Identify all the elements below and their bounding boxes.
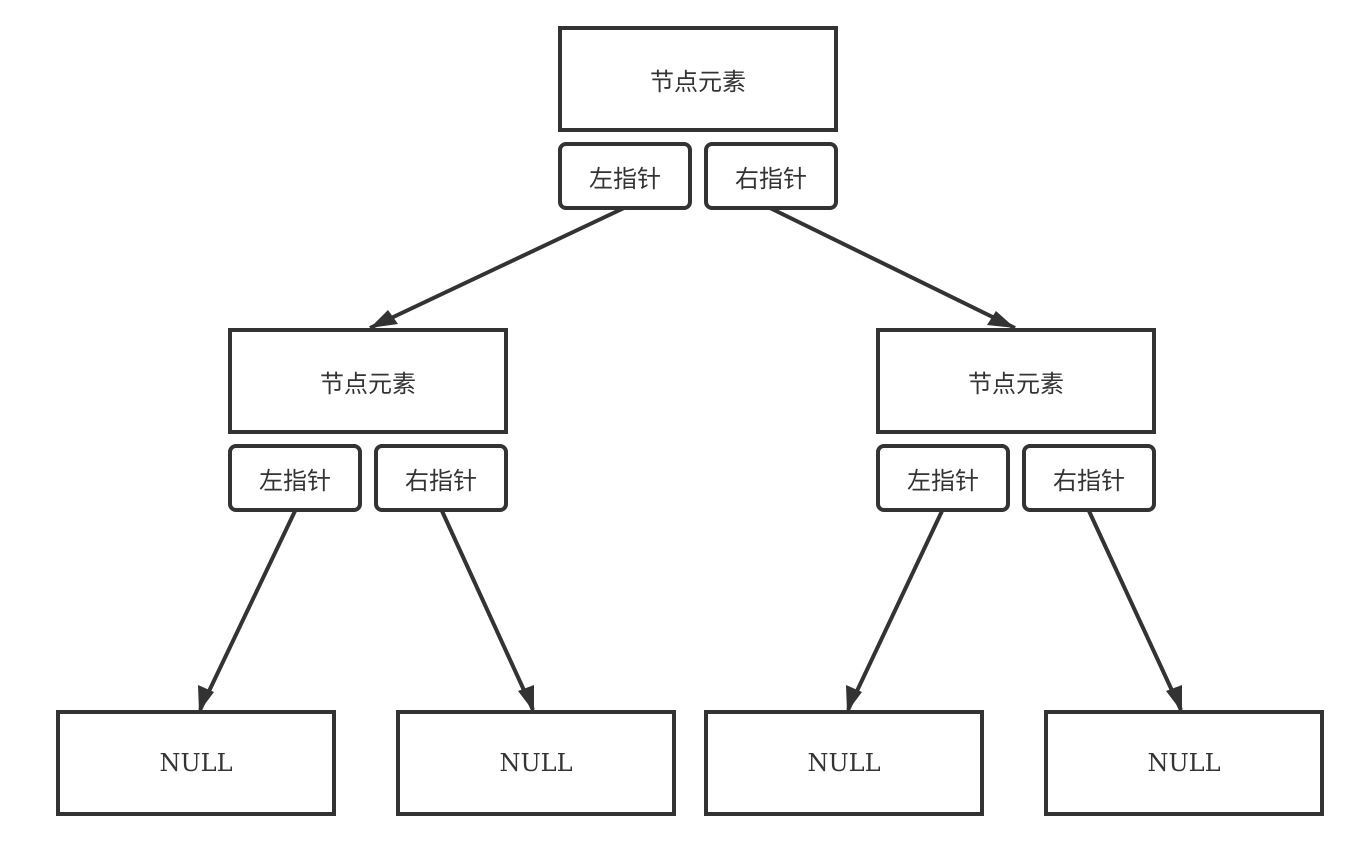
left-child-left-pointer: 左指针: [228, 444, 362, 512]
root-element-label: 节点元素: [650, 67, 746, 96]
edge-right-right: [1087, 510, 1183, 711]
null-leaf-4: NULL: [1044, 710, 1324, 816]
arrowhead-right-right: [1166, 685, 1182, 712]
null-leaf-2: NULL: [396, 710, 676, 816]
edge-right-left: [846, 510, 944, 711]
edge-root-right: [769, 206, 1016, 330]
right-child-element-label: 节点元素: [968, 369, 1064, 398]
root-left-pointer: 左指针: [558, 142, 692, 210]
null-leaf-label: NULL: [159, 749, 233, 777]
root-node-element: 节点元素: [558, 26, 838, 132]
arrowhead-root-left: [370, 310, 398, 328]
root-right-pointer-label: 右指针: [735, 164, 807, 193]
right-child-node-element: 节点元素: [876, 328, 1156, 434]
right-child-right-pointer: 右指针: [1022, 444, 1156, 512]
left-child-right-pointer-label: 右指针: [405, 466, 477, 495]
right-child-left-pointer: 左指针: [876, 444, 1010, 512]
root-left-pointer-label: 左指针: [589, 164, 661, 193]
left-child-right-pointer: 右指针: [374, 444, 508, 512]
null-leaf-label: NULL: [1147, 749, 1221, 777]
edge-root-left: [369, 206, 625, 330]
null-leaf-label: NULL: [499, 749, 573, 777]
left-child-node-element: 节点元素: [228, 328, 508, 434]
edge-group: [198, 206, 1183, 712]
null-leaf-3: NULL: [704, 710, 984, 816]
edge-left-left: [198, 510, 297, 711]
null-leaf-label: NULL: [807, 749, 881, 777]
edge-left-right: [440, 510, 535, 711]
null-leaf-1: NULL: [56, 710, 336, 816]
arrowhead-left-left: [198, 685, 214, 712]
right-child-right-pointer-label: 右指针: [1053, 466, 1125, 495]
arrowhead-right-left: [846, 685, 862, 712]
left-child-left-pointer-label: 左指针: [259, 466, 331, 495]
left-child-element-label: 节点元素: [320, 369, 416, 398]
arrowhead-left-right: [518, 685, 534, 712]
arrowhead-root-right: [987, 311, 1015, 328]
right-child-left-pointer-label: 左指针: [907, 466, 979, 495]
root-right-pointer: 右指针: [704, 142, 838, 210]
